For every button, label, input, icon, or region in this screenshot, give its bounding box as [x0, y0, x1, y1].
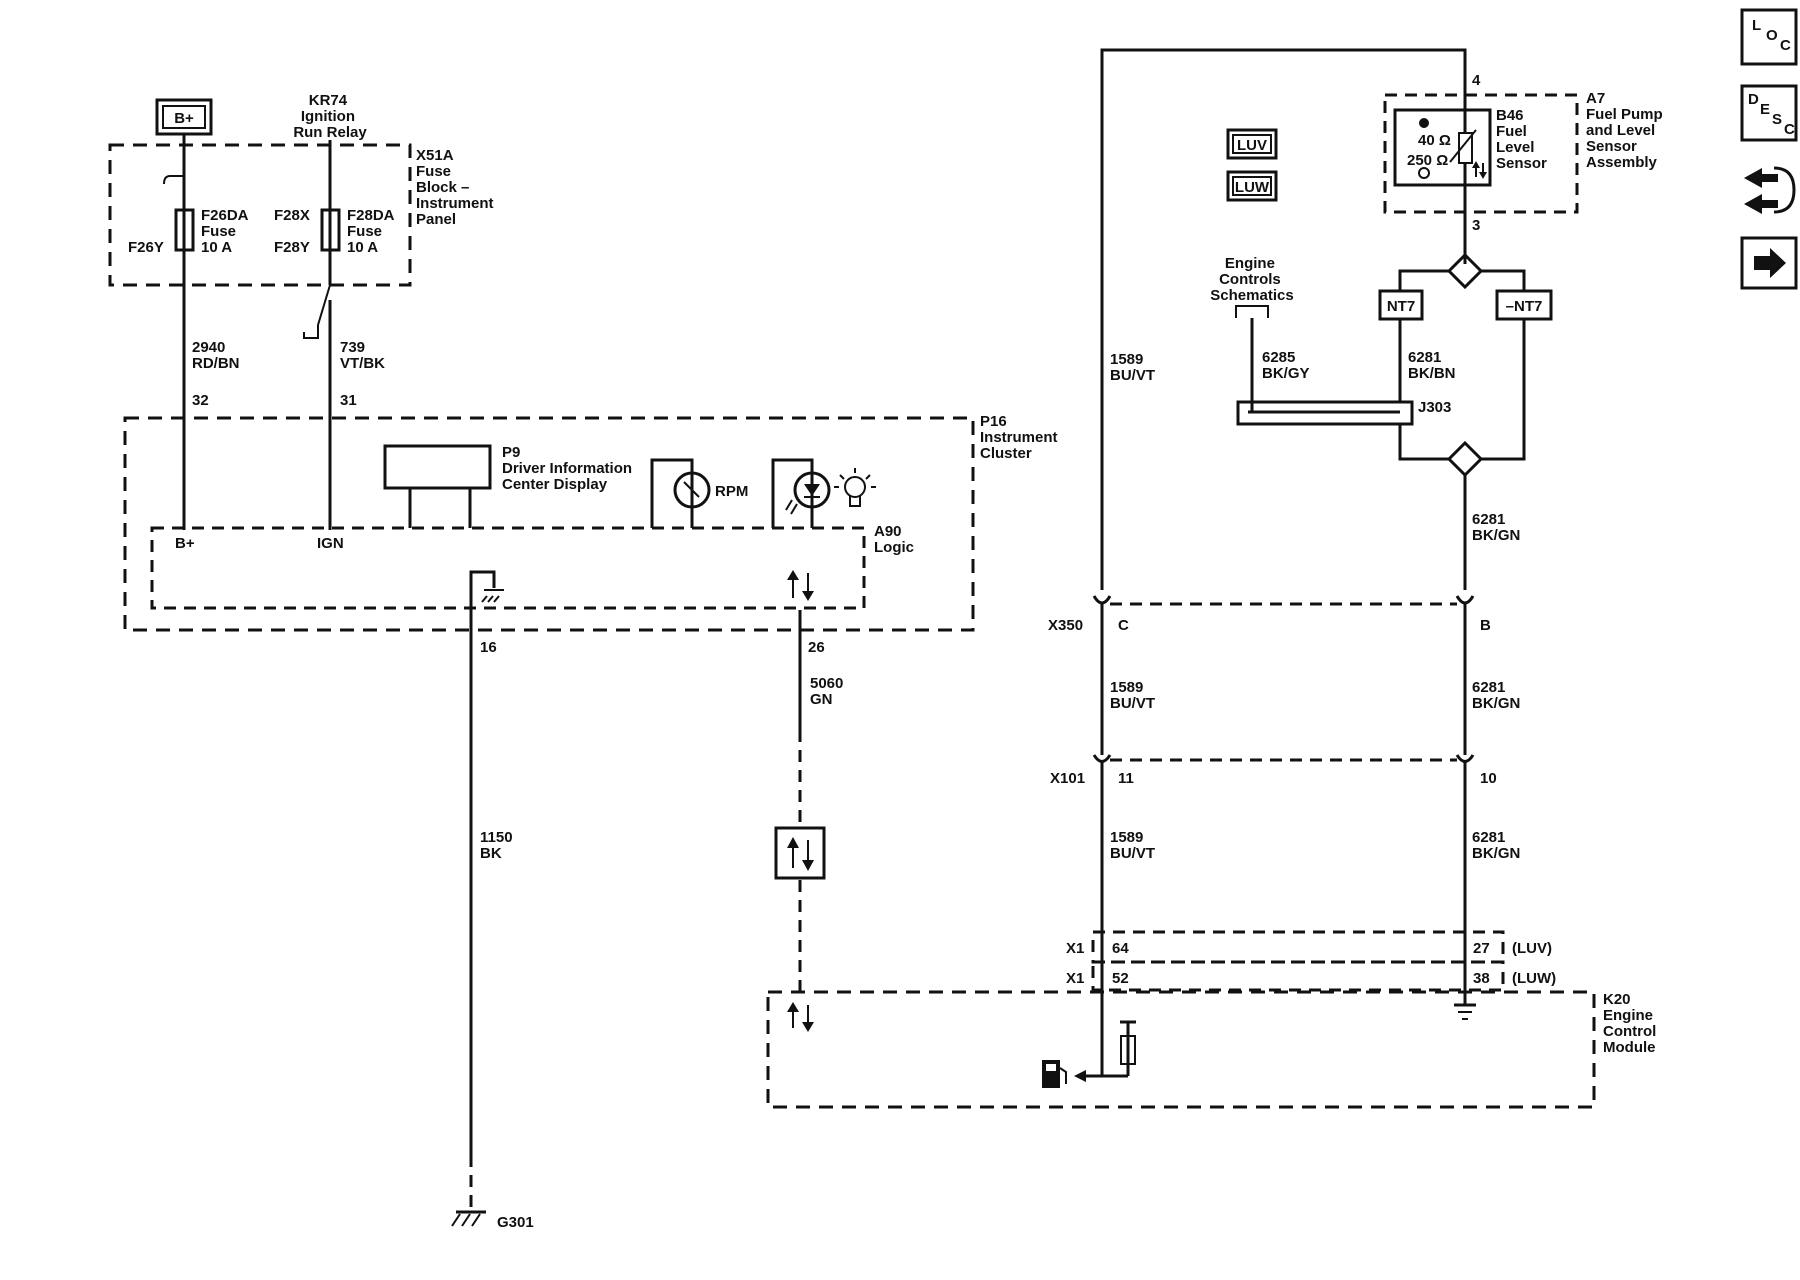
wire-6281b-label: 6281 BK/GN [1472, 511, 1520, 544]
next-arrow-button[interactable] [1740, 236, 1798, 290]
fuel-level-sensor-b46 [1393, 108, 1492, 187]
engine-control-module-k20 [766, 990, 1596, 1109]
x1b-label: X1 [1066, 970, 1084, 987]
wire-6285-label: 6285 BK/GY [1262, 349, 1310, 382]
ecm-serial-data-icon [787, 1002, 814, 1032]
wire-1589b-label: 1589 BU/VT [1110, 679, 1155, 712]
pin-38: 38 [1473, 970, 1490, 987]
svg-text:L: L [1752, 17, 1761, 34]
luv-tag: (LUV) [1512, 940, 1552, 957]
svg-text:O: O [1766, 27, 1778, 44]
ground-g301-label: G301 [497, 1214, 534, 1231]
pin-32: 32 [192, 392, 209, 409]
luw-tag: (LUW) [1512, 970, 1556, 987]
wire-1589a-label: 1589 BU/VT [1110, 351, 1155, 384]
x350-pin-c: C [1118, 617, 1129, 634]
x1-connector-luv [1091, 930, 1505, 964]
location-button[interactable]: L O C [1740, 8, 1798, 66]
fuel-pump-icon [1042, 1060, 1067, 1088]
fuse-f26da [174, 208, 195, 252]
pin-27: 27 [1473, 940, 1490, 957]
sensor-label: B46 Fuel Level Sensor [1496, 107, 1547, 172]
x101-pin-11: 11 [1118, 770, 1134, 787]
fuel-pump-assembly-a7 [1383, 93, 1579, 214]
x1a-label: X1 [1066, 940, 1084, 957]
logic-b-plus: B+ [175, 535, 195, 552]
ecm-label: K20 Engine Control Module [1603, 991, 1661, 1056]
option-nt7-label: NT7 [1387, 298, 1415, 315]
fuse-block-x51a [108, 143, 412, 287]
fuse-f28y-pin: F28Y [274, 239, 310, 256]
splice-pack-j303 [1236, 400, 1414, 426]
wire-6281d-label: 6281 BK/GN [1472, 829, 1520, 862]
svg-text:C: C [1780, 37, 1791, 54]
svg-text:D: D [1748, 91, 1759, 108]
j303-label: J303 [1418, 399, 1451, 416]
pin-16: 16 [480, 639, 497, 656]
pin-31: 31 [340, 392, 357, 409]
fuel-pump-label: A7 Fuel Pump and Level Sensor Assembly [1586, 90, 1667, 171]
pin-3: 3 [1472, 217, 1480, 234]
light-bulb-icon [834, 468, 876, 507]
option-luv-label: LUV [1237, 137, 1267, 154]
fuse-f28da [320, 208, 341, 252]
ground-g301-icon [451, 1210, 486, 1227]
pin-64: 64 [1112, 940, 1129, 957]
driver-info-display [383, 444, 492, 490]
relay-label: KR74 Ignition Run Relay [293, 92, 367, 141]
serial-data-arrows-icon [787, 570, 814, 601]
wire-5060-label: 5060 GN [810, 675, 848, 708]
option-luv-box [1226, 128, 1278, 160]
pin-4: 4 [1472, 72, 1481, 89]
wire-739-label: 739 VT/BK [340, 339, 385, 372]
pin-26: 26 [808, 639, 825, 656]
x1-connector-luw [1091, 960, 1505, 992]
wire-1589c-label: 1589 BU/VT [1110, 829, 1155, 862]
x101-pin-10: 10 [1480, 770, 1497, 787]
cluster-label: P16 Instrument Cluster [980, 413, 1062, 462]
wire-2940-label: 2940 RD/BN [192, 339, 240, 372]
a90-logic-box [150, 526, 866, 610]
x350-pin-b: B [1480, 617, 1491, 634]
rpm-label: RPM [715, 483, 748, 500]
svg-text:E: E [1760, 101, 1770, 118]
engine-controls-ref: Engine Controls Schematics [1210, 255, 1293, 304]
wire-1150-label: 1150 BK [480, 829, 517, 862]
serial-data-connector-box [774, 826, 826, 880]
indicator-lamp-icon [793, 471, 831, 509]
logic-label: A90 Logic [874, 523, 914, 556]
pin-52: 52 [1112, 970, 1129, 987]
connector-tool-icon[interactable] [1744, 166, 1796, 214]
logic-ign: IGN [317, 535, 344, 552]
option-not-nt7-label: –NT7 [1506, 298, 1543, 315]
option-luw-box [1226, 170, 1278, 202]
fuse-f28x-pin: F28X [274, 207, 310, 224]
fuse-block-label: X51A Fuse Block – Instrument Panel [416, 147, 498, 228]
fuse-f26da-label: F26DA Fuse 10 A [201, 207, 252, 256]
wire-6281c-label: 6281 BK/GN [1472, 679, 1520, 712]
x101-label: X101 [1050, 770, 1085, 787]
dic-label: P9 Driver Information Center Display [502, 444, 636, 493]
svg-text:S: S [1772, 111, 1782, 128]
instrument-cluster-p16 [123, 416, 975, 632]
option-luw-label: LUW [1235, 179, 1270, 196]
sensor-40-ohm: 40 Ω [1418, 132, 1451, 149]
svg-text:C: C [1784, 121, 1795, 138]
tachometer-icon [673, 471, 711, 509]
fuse-f28da-label: F28DA Fuse 10 A [347, 207, 398, 256]
x350-label: X350 [1048, 617, 1083, 634]
sensor-250-ohm: 250 Ω [1407, 152, 1448, 169]
splice-diamond-top [1446, 252, 1484, 290]
wire-6281a-label: 6281 BK/BN [1408, 349, 1456, 382]
splice-diamond-bottom [1446, 440, 1484, 478]
fuse-f26y-pin: F26Y [128, 239, 164, 256]
battery-label: B+ [174, 110, 194, 127]
description-button[interactable]: D E S C [1740, 84, 1798, 142]
